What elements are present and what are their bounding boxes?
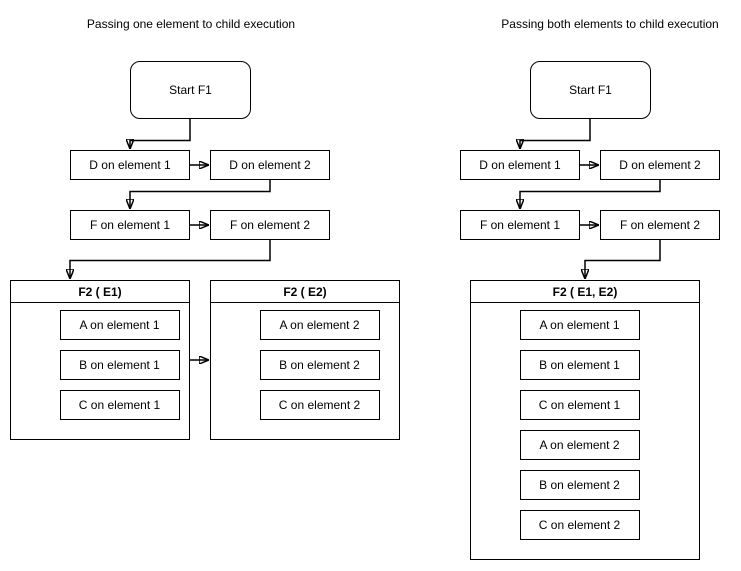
right-container-e1e2-header: F2 ( E1, E2)	[471, 281, 699, 303]
left-container-e2-item-c: C on element 2	[259, 389, 380, 420]
left-container-e2-item-b: B on element 2	[259, 349, 380, 380]
right-f-on-element-1-node: F on element 1	[460, 210, 580, 240]
right-d-on-element-1-node: D on element 1	[460, 150, 580, 180]
connector-right-d2-to-f1	[520, 180, 661, 209]
left-f-on-element-1-node: F on element 1	[70, 210, 190, 240]
right-container-item-b1: B on element 1	[519, 349, 640, 380]
left-start-node: Start F1	[130, 61, 251, 119]
left-d-on-element-2-node: D on element 2	[210, 150, 330, 180]
right-f-on-element-2-node: F on element 2	[600, 210, 720, 240]
left-container-e1-item-b: B on element 1	[59, 349, 180, 380]
connector-right-f2-to-container	[585, 240, 661, 279]
left-d-on-element-1-node: D on element 1	[70, 150, 190, 180]
left-flow-title: Passing one element to child execution	[86, 17, 296, 31]
right-container-item-b2: B on element 2	[519, 469, 640, 500]
right-d-on-element-2-node: D on element 2	[600, 150, 720, 180]
left-container-e1-item-a: A on element 1	[59, 309, 180, 340]
left-container-e2-header: F2 ( E2)	[211, 281, 399, 303]
right-container-e1e2: F2 ( E1, E2) A on element 1 B on element…	[470, 280, 700, 560]
right-start-node: Start F1	[530, 61, 651, 119]
left-container-e1: F2 ( E1) A on element 1 B on element 1 C…	[10, 280, 190, 440]
left-container-e1-header: F2 ( E1)	[11, 281, 189, 303]
left-container-e2: F2 ( E2) A on element 2 B on element 2 C…	[210, 280, 400, 440]
right-flow-title: Passing both elements to child execution	[501, 17, 719, 31]
left-container-e1-item-c: C on element 1	[59, 389, 180, 420]
connector-left-f2-to-container-e1	[70, 240, 271, 279]
left-f-on-element-2-node: F on element 2	[210, 210, 330, 240]
right-container-item-a1: A on element 1	[519, 309, 640, 340]
connector-left-start-to-d1	[130, 119, 191, 149]
connector-left-d2-to-f1	[130, 180, 271, 209]
connector-right-start-to-d1	[520, 119, 591, 149]
left-container-e2-item-a: A on element 2	[259, 309, 380, 340]
right-container-item-c1: C on element 1	[519, 389, 640, 420]
right-container-item-a2: A on element 2	[519, 429, 640, 460]
right-container-item-c2: C on element 2	[519, 509, 640, 540]
